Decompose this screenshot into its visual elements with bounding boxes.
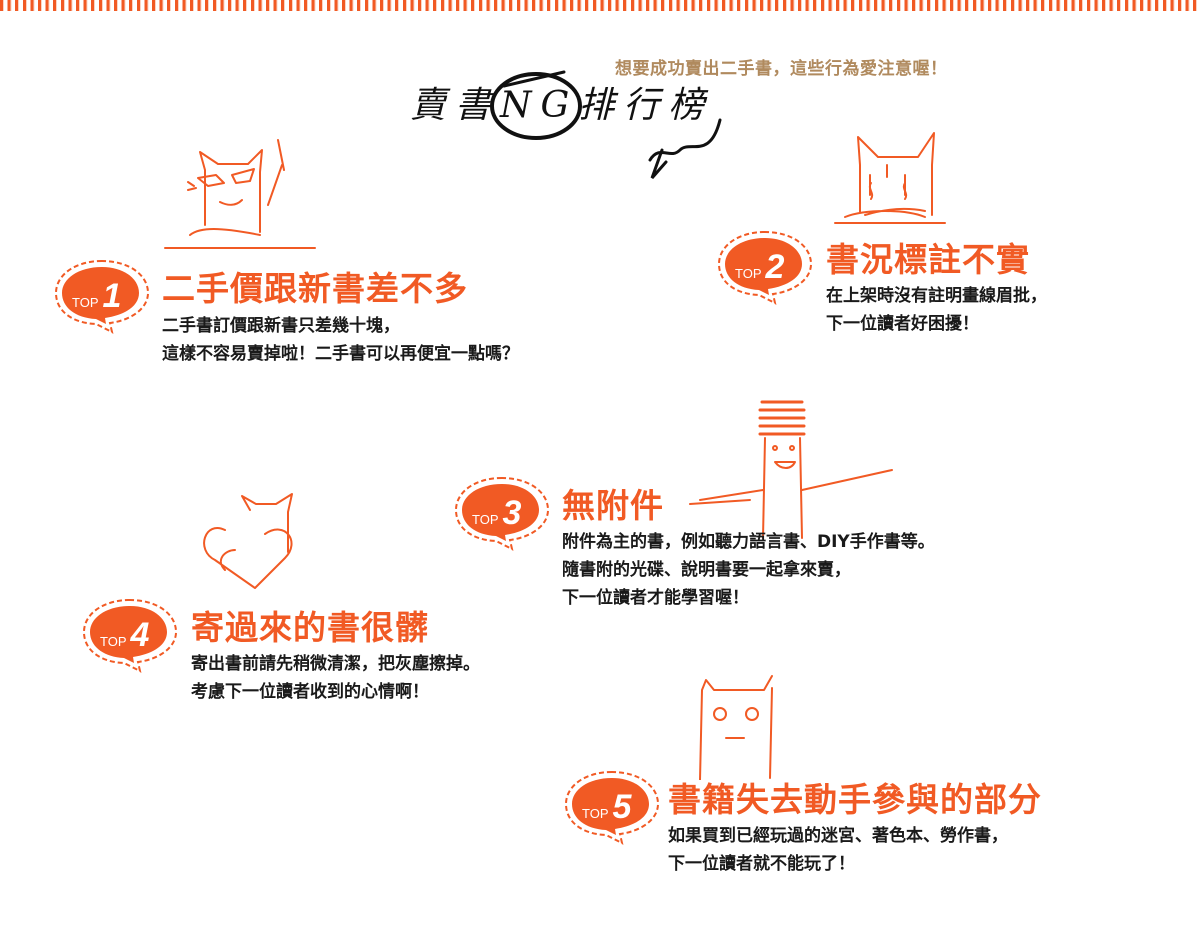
item-title: 無附件 bbox=[562, 486, 664, 525]
cat-glasses-illustration bbox=[164, 139, 316, 249]
item-title: 書況標註不實 bbox=[826, 240, 1030, 279]
badge-rank: 5 bbox=[612, 788, 632, 826]
item-description: 二手書訂價跟新書只差幾十塊，這樣不容易賣掉啦！二手書可以再便宜一點嗎？ bbox=[162, 316, 519, 364]
handwritten-title: 賣書NG排行榜 bbox=[410, 85, 714, 126]
badge-top-label: TOP bbox=[582, 806, 609, 821]
badge-rank: 1 bbox=[102, 277, 122, 315]
speech-bubble-icon bbox=[564, 770, 660, 845]
item-title: 寄過來的書很髒 bbox=[191, 608, 429, 647]
cat-worried-illustration bbox=[699, 675, 773, 780]
badge-rank: 2 bbox=[765, 248, 785, 286]
item-title: 二手價跟新書差不多 bbox=[162, 269, 468, 308]
badge-rank: 3 bbox=[502, 494, 522, 532]
speech-bubble-icon bbox=[454, 476, 550, 551]
item-description: 在上架時沒有註明畫線眉批，下一位讀者好困擾！ bbox=[826, 286, 1047, 334]
badge-top-label: TOP bbox=[72, 295, 99, 310]
speech-bubble-icon bbox=[54, 259, 150, 334]
handwritten-title-decoration bbox=[490, 70, 722, 179]
badge-top-label: TOP bbox=[100, 634, 127, 649]
item-description: 寄出書前請先稍微清潔，把灰塵擦掉。考慮下一位讀者收到的心情啊！ bbox=[191, 654, 480, 702]
item-description: 附件為主的書，例如聽力語言書、DIY手作書等。隨書附的光碟、說明書要一起拿來賣，… bbox=[562, 532, 935, 608]
cat-crying-illustration bbox=[834, 132, 946, 224]
cat-heart-illustration bbox=[203, 493, 293, 589]
badge-rank: 4 bbox=[130, 616, 150, 654]
item-title: 書籍失去動手參與的部分 bbox=[668, 780, 1042, 819]
badge-top-label: TOP bbox=[735, 266, 762, 281]
speech-bubble-icon bbox=[717, 230, 813, 305]
speech-bubble-icon bbox=[82, 598, 178, 673]
header-subtitle: 想要成功賣出二手書，這些行為愛注意喔！ bbox=[615, 59, 948, 79]
badge-top-label: TOP bbox=[472, 512, 499, 527]
cat-books-on-head-illustration bbox=[689, 400, 893, 539]
item-description: 如果買到已經玩過的迷宮、著色本、勞作書，下一位讀者就不能玩了！ bbox=[668, 826, 1008, 874]
top-dashed-border bbox=[0, 0, 1200, 11]
